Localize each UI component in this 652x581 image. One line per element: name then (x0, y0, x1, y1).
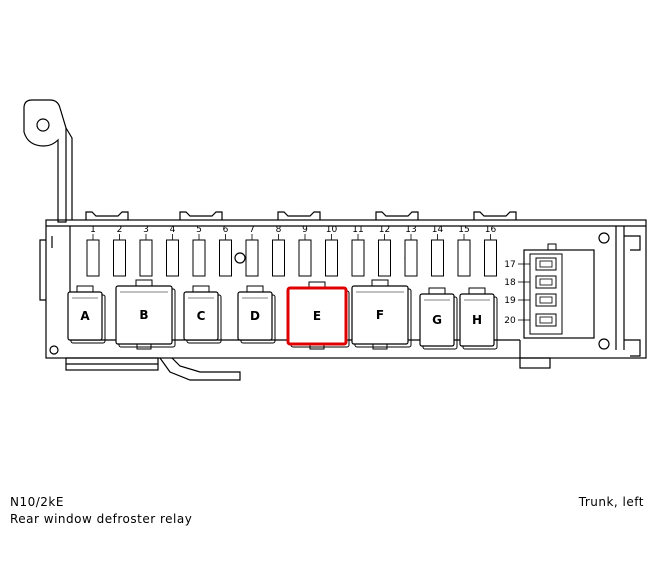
relay-label: H (472, 313, 482, 327)
fuse-number: 16 (485, 225, 497, 235)
fuse-body (245, 239, 259, 277)
fuse-body (484, 239, 497, 277)
fuse-number: 14 (432, 225, 444, 235)
mounting-bracket (23, 99, 73, 223)
fuse-number: 4 (170, 225, 176, 235)
relay-d: D (237, 285, 276, 344)
fuse-body (378, 239, 391, 277)
fuse-number: 8 (276, 225, 282, 235)
relay-label: F (376, 308, 384, 322)
fuse-slot-6: 6 (219, 225, 232, 277)
relay-label: G (432, 313, 442, 327)
fuse-number: 17 (504, 260, 515, 270)
side-fuse-slot-17: 17 (504, 257, 557, 271)
fuse-number: 15 (458, 225, 469, 235)
fuse-number: 19 (504, 296, 516, 306)
fuse-slot-14: 14 (431, 225, 444, 277)
relay-label: E (313, 309, 321, 323)
relay-body (459, 293, 495, 347)
fuse-slot-1: 1 (86, 225, 100, 277)
fuse-slot-2: 2 (113, 225, 126, 277)
side-fuse-body (535, 313, 557, 327)
side-fuse-body (535, 293, 557, 307)
relay-body (67, 291, 103, 341)
side-fuse-body (535, 275, 557, 289)
relay-body (286, 286, 348, 346)
fuse-slot-4: 4 (166, 225, 179, 277)
fuse-body (404, 239, 418, 277)
fuse-slot-11: 11 (351, 225, 365, 277)
relay-h: H (459, 287, 498, 350)
fuse-number: 7 (249, 225, 255, 235)
fuse-number: 10 (326, 225, 338, 235)
fuse-slot-10: 10 (325, 225, 338, 277)
fuse-slot-5: 5 (192, 225, 206, 277)
fuse-body (139, 239, 153, 277)
fuse-number: 3 (143, 225, 149, 235)
fuse-body (219, 239, 232, 277)
fuse-body (192, 239, 206, 277)
fuse-slot-3: 3 (139, 225, 153, 277)
fuse-slot-8: 8 (272, 225, 285, 277)
fuse-number: 11 (352, 225, 363, 235)
fuse-body (325, 239, 338, 277)
location-label: Trunk, left (578, 495, 644, 509)
fuse-body (86, 239, 100, 277)
fuse-number: 9 (302, 225, 308, 235)
fuse-slot-9: 9 (298, 225, 312, 277)
side-fuse-block: 17 18 19 20 (504, 243, 595, 339)
fuse-number: 2 (117, 225, 123, 235)
relay-label: A (80, 309, 90, 323)
fuse-body (166, 239, 179, 277)
relay-label: B (139, 308, 148, 322)
relay-e: E (286, 281, 350, 350)
fuse-body (113, 239, 126, 277)
component-code: N10/2kE (10, 495, 64, 509)
fuse-number: 13 (405, 225, 416, 235)
side-fuse-body (535, 257, 557, 271)
fuse-slot-16: 16 (484, 225, 497, 277)
fuse-slot-15: 15 (457, 225, 471, 277)
relay-label: D (250, 309, 260, 323)
relay-body (237, 291, 273, 341)
fuse-number: 1 (90, 225, 96, 235)
relay-a: A (67, 285, 106, 344)
relay-g: G (419, 287, 458, 350)
fuse-body (272, 239, 285, 277)
fuse-number: 18 (504, 278, 516, 288)
fuse-slot-13: 13 (404, 225, 418, 277)
fuse-number: 6 (223, 225, 229, 235)
fuse-body (351, 239, 365, 277)
side-fuse-slot-19: 19 (504, 293, 557, 307)
fuse-number: 20 (504, 316, 516, 326)
component-name: Rear window defroster relay (10, 512, 193, 526)
relay-body (183, 291, 219, 341)
relay-row: A B C D E F G H (67, 279, 498, 350)
fuse-body (298, 239, 312, 277)
side-fuse-slot-18: 18 (504, 275, 557, 289)
relay-c: C (183, 285, 222, 344)
relay-f: F (351, 279, 412, 350)
relay-label: C (197, 309, 206, 323)
fuse-slot-12: 12 (378, 225, 391, 277)
fuse-body (457, 239, 471, 277)
fuse-body (431, 239, 444, 277)
side-fuse-slot-20: 20 (504, 313, 557, 327)
fuse-number: 5 (196, 225, 202, 235)
fuse-slot-7: 7 (245, 225, 259, 277)
relay-b: B (115, 279, 176, 350)
fuse-number: 12 (379, 225, 390, 235)
relay-body (419, 293, 455, 347)
top-clips (85, 211, 517, 220)
